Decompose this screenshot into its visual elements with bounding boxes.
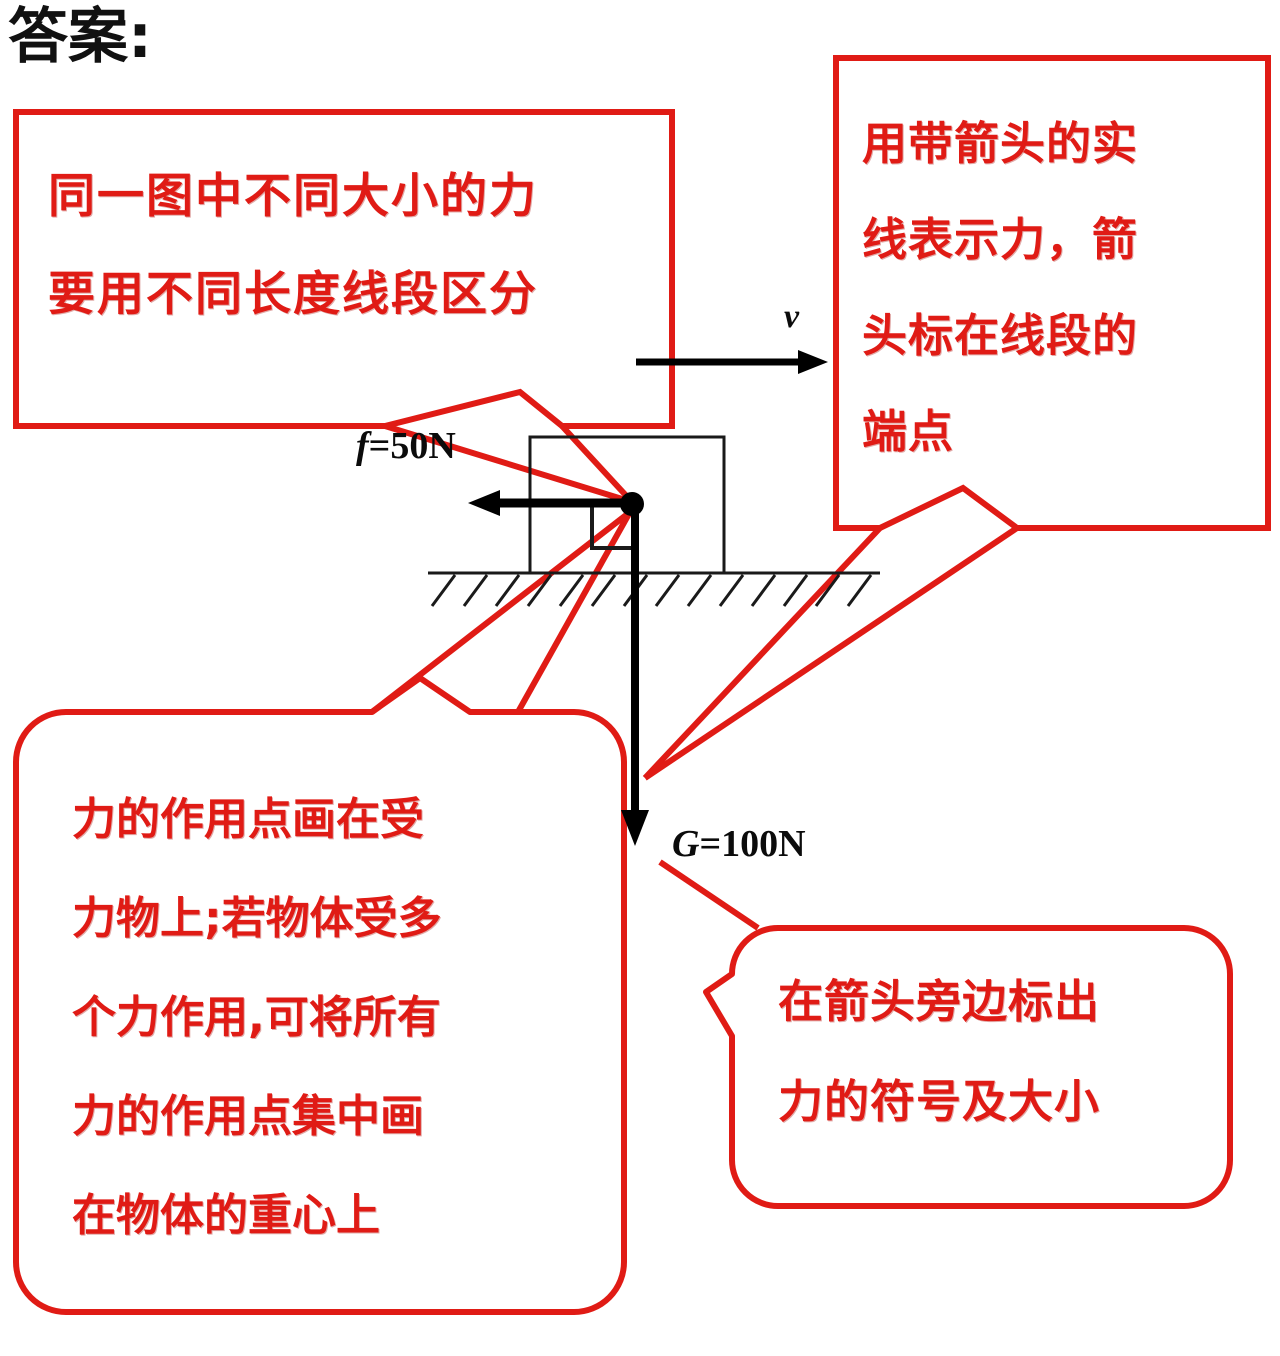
right-angle-marker (590, 505, 632, 550)
friction-symbol: f (356, 425, 369, 467)
callout-frame-rule-application[interactable] (13, 675, 627, 1315)
friction-value: 50N (390, 425, 456, 467)
ground-hatching (430, 574, 873, 607)
leader-line-rule-magnitude-a (384, 423, 633, 505)
callout-text-rule-magnitude: 同一图中不同大小的力 要用不同长度线段区分 (48, 169, 538, 322)
page-title: 答案: (8, 2, 152, 72)
leader-line-rule-label-symbol (658, 859, 760, 931)
friction-force-label: f=50N (356, 424, 456, 468)
gravity-equals: = (699, 823, 722, 865)
velocity-label: v (784, 298, 800, 335)
leader-line-rule-application-b (515, 510, 633, 714)
physics-diagram (428, 350, 880, 846)
gravity-value: 100N (721, 823, 806, 865)
gravity-force-label: G=100N (672, 822, 806, 866)
force-application-point (620, 492, 644, 516)
gravity-symbol: G (672, 823, 700, 865)
callout-frame-rule-arrow-line[interactable] (833, 55, 1271, 531)
velocity-arrow (636, 350, 828, 374)
callout-frame-rule-label-symbol[interactable] (703, 925, 1233, 1209)
callout-text-rule-arrow-line: 用带箭头的实 线表示力，箭 头标在线段的 端点 (862, 117, 1139, 458)
callout-text-rule-application-point: 力的作用点画在受 力物上;若物体受多 个力作用,可将所有 力的作用点集中画 在物… (72, 794, 442, 1241)
gravity-force-arrow (621, 503, 649, 846)
friction-equals: = (368, 425, 391, 467)
leader-line-rule-magnitude-b (559, 423, 635, 505)
leader-line-rule-arrow-line-b (643, 525, 1019, 781)
friction-force-arrow (468, 490, 632, 516)
leader-line-rule-arrow-line-a (642, 525, 883, 781)
callout-text-rule-label-symbol: 在箭头旁边标出 力的符号及大小 (778, 975, 1101, 1128)
callout-frame-rule-magnitude[interactable] (13, 109, 675, 429)
